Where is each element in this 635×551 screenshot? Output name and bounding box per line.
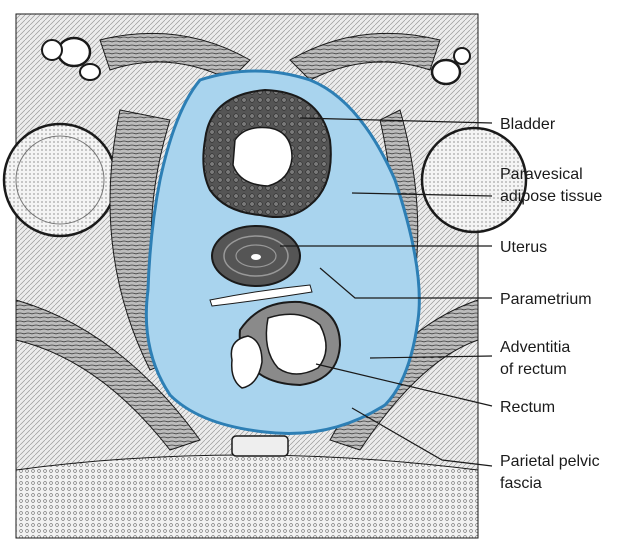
rectum-lumen xyxy=(265,313,327,375)
label-adventitia-line1: Adventitia xyxy=(500,339,570,356)
left-femoral-head xyxy=(2,122,118,238)
leader-paravesical xyxy=(351,192,493,197)
leader-parietal-fascia xyxy=(351,407,493,467)
rectal-fold xyxy=(230,335,263,389)
left-femoral-vessels xyxy=(41,36,101,81)
leader-adventitia xyxy=(369,355,493,359)
label-paravesical-line2: adipose tissue xyxy=(500,188,602,205)
bladder-lumen xyxy=(232,126,293,187)
label-parametrium: Parametrium xyxy=(500,291,592,308)
leader-lines xyxy=(280,117,493,467)
label-parietal-line2: fascia xyxy=(500,475,542,492)
leader-rectum xyxy=(315,363,493,407)
subcutaneous-fat xyxy=(15,454,479,539)
label-rectum: Rectum xyxy=(500,399,555,416)
vagina xyxy=(209,284,313,307)
leader-parametrium xyxy=(319,267,492,299)
label-adventitia-line2: of rectum xyxy=(500,361,567,378)
leader-bladder xyxy=(299,117,493,124)
label-bladder: Bladder xyxy=(500,116,556,133)
right-femoral-vessels xyxy=(430,47,471,86)
label-uterus: Uterus xyxy=(500,239,547,256)
label-parietal-line1: Parietal pelvic xyxy=(500,453,600,470)
left-levator-muscle xyxy=(15,299,201,451)
coccyx xyxy=(231,435,289,457)
right-femoral-head xyxy=(420,126,528,234)
label-paravesical-line1: Paravesical xyxy=(500,166,583,183)
uterine-cavity xyxy=(251,254,261,260)
right-upper-muscle xyxy=(289,32,441,81)
left-upper-muscle xyxy=(99,32,251,81)
